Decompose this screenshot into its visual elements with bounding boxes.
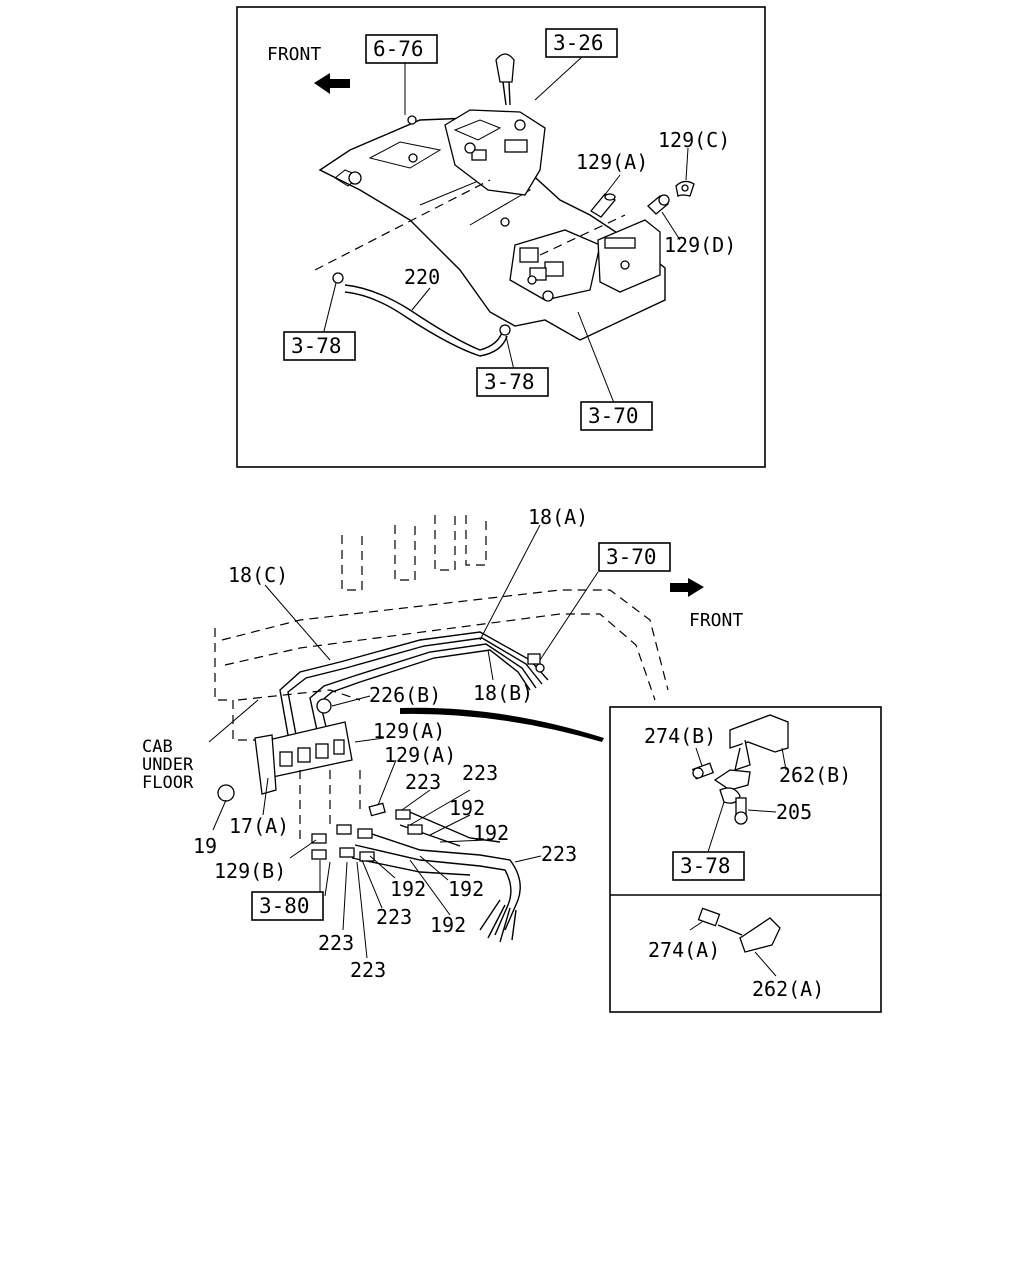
part-label: 192 (449, 796, 485, 820)
svg-text:3-78: 3-78 (680, 854, 731, 878)
part-label: 18(C) (228, 563, 288, 587)
part-label: 129(D) (664, 233, 736, 257)
part-label: 223 (462, 761, 498, 785)
part-label: 129(A) (576, 150, 648, 174)
svg-text:3-70: 3-70 (588, 404, 639, 428)
front-arrow-top (314, 73, 350, 94)
ref-3-80: 3-80 (251, 891, 324, 921)
fitting-129a (590, 193, 616, 218)
part-label: 17(A) (229, 814, 289, 838)
front-label-top: FRONT (267, 44, 321, 65)
ref-3-26: 3-26 (545, 28, 618, 58)
part-label: 262(B) (779, 763, 851, 787)
detail-b: 274(B) 262(B) 205 3-78 (644, 714, 851, 881)
fitting-129c (675, 180, 695, 197)
part-label: 129(A) (384, 743, 456, 767)
svg-text:3-26: 3-26 (553, 31, 604, 55)
svg-text:6-76: 6-76 (373, 37, 424, 61)
svg-text:3-80: 3-80 (259, 894, 310, 918)
part-label: 18(A) (528, 505, 588, 529)
part-label: 274(A) (648, 938, 720, 962)
cab-label-line: CAB (142, 737, 173, 757)
ref-3-78-left: 3-78 (283, 331, 356, 361)
part-label: 223 (376, 905, 412, 929)
detail-frame (609, 706, 882, 1013)
ref-3-78-right: 3-78 (476, 367, 549, 397)
large-hose (400, 707, 604, 742)
cab-label-line: UNDER (142, 755, 194, 775)
bottom-view: FRONT (142, 505, 743, 982)
part-label: 223 (350, 958, 386, 982)
svg-text:3-78: 3-78 (484, 370, 535, 394)
bracket-262a (739, 917, 781, 953)
bolt-274a (697, 907, 721, 927)
part-label: 192 (390, 877, 426, 901)
harness-bundle (351, 809, 521, 943)
part-label: 192 (448, 877, 484, 901)
detail-inset: 274(B) 262(B) 205 3-78 274(A) 262(A) (609, 706, 882, 1013)
fitting-129d (647, 194, 670, 215)
base-plate (318, 117, 666, 341)
part-label: 226(B) (369, 683, 441, 707)
brake-pipe-bundle (279, 631, 549, 736)
ref-3-70-bottom: 3-70 (598, 542, 671, 572)
part-label: 205 (776, 800, 812, 824)
top-view-frame (236, 6, 766, 468)
svg-text:3-70: 3-70 (606, 545, 657, 569)
part-label: 223 (405, 770, 441, 794)
part-label: 129(A) (373, 719, 445, 743)
part-label: 223 (541, 842, 577, 866)
valve-block (509, 219, 661, 302)
svg-text:3-78: 3-78 (291, 334, 342, 358)
ref-6-76: 6-76 (365, 34, 438, 64)
part-label: 192 (430, 913, 466, 937)
ref-3-78-detail: 3-78 (672, 851, 745, 881)
part-label: 274(B) (644, 724, 716, 748)
detail-a: 274(A) 262(A) (648, 907, 824, 1001)
part-label: 19 (193, 834, 217, 858)
part-label: 129(B) (214, 859, 286, 883)
hose-220 (344, 284, 503, 351)
bracket-262b (729, 714, 789, 753)
part-label: 18(B) (473, 681, 533, 705)
part-label: 262(A) (752, 977, 824, 1001)
ref-3-70-top: 3-70 (580, 401, 653, 431)
front-arrow-bottom (670, 578, 704, 597)
shift-lever-assembly (444, 53, 546, 196)
cab-label-line: FLOOR (142, 773, 194, 793)
part-label: 129(C) (658, 128, 730, 152)
part-label: 223 (318, 931, 354, 955)
cab-floor-outline (341, 535, 363, 591)
part-label: 220 (404, 265, 440, 289)
junction-block (217, 721, 353, 802)
part-label: 192 (473, 821, 509, 845)
front-label-bottom: FRONT (689, 610, 743, 631)
top-view: FRONT (236, 6, 766, 468)
